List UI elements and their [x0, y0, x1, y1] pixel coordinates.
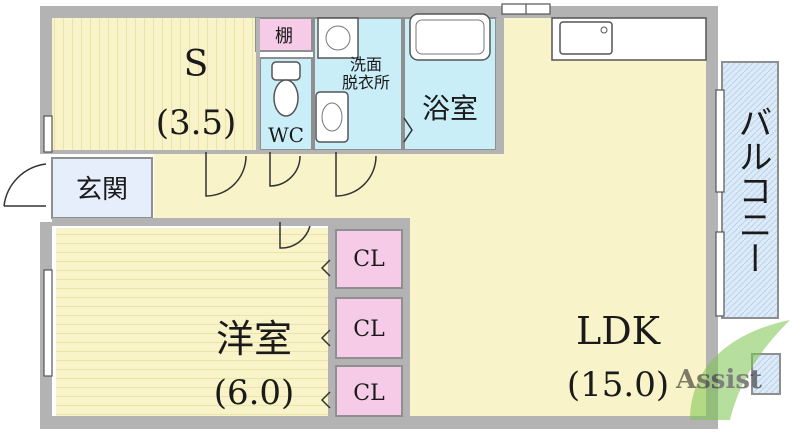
- doors: [3, 117, 413, 409]
- closet-2-label: CL: [353, 317, 385, 342]
- entrance-floor: [51, 157, 153, 219]
- washing-machine-icon: [317, 17, 359, 59]
- kitchen-counter: [551, 17, 707, 61]
- shelf-label: 棚: [275, 26, 293, 47]
- washroom-label-line1: 洗面: [350, 55, 382, 74]
- closet-1-label: CL: [353, 247, 385, 272]
- balcony-label: バルコニー: [732, 105, 772, 275]
- svg-text:Assist: Assist: [675, 365, 762, 395]
- toilet-icon: [271, 61, 301, 117]
- ldk-hall-join: [404, 150, 706, 416]
- balcony-step: [751, 353, 781, 395]
- bathtub-icon: [409, 13, 491, 61]
- entrance-label: 玄関: [76, 175, 128, 205]
- closet-3: [335, 365, 403, 417]
- assist-logo-watermark: Assist: [675, 320, 790, 420]
- toilet-label: WC: [268, 123, 304, 147]
- s-room-size: (3.5): [156, 103, 237, 143]
- interior-walls: [52, 18, 504, 416]
- bathroom-label: 浴室: [422, 92, 478, 125]
- closet-1: [335, 229, 403, 289]
- western-room-size: (6.0): [214, 373, 295, 413]
- closet-3-label: CL: [353, 381, 385, 406]
- s-room-floor: [52, 18, 256, 150]
- ldk-name: LDK: [576, 309, 661, 353]
- s-room-name: S: [184, 44, 209, 85]
- balcony-area: [721, 61, 779, 319]
- washroom-label-line2: 脱衣所: [342, 73, 390, 92]
- western-room-floor: [56, 228, 328, 416]
- ldk-size: (15.0): [567, 365, 669, 405]
- shelf-area: [255, 17, 313, 52]
- windows: [43, 3, 725, 377]
- wash-basin-icon: [315, 91, 349, 143]
- western-room-name: 洋室: [216, 317, 292, 361]
- closet-2: [335, 297, 403, 359]
